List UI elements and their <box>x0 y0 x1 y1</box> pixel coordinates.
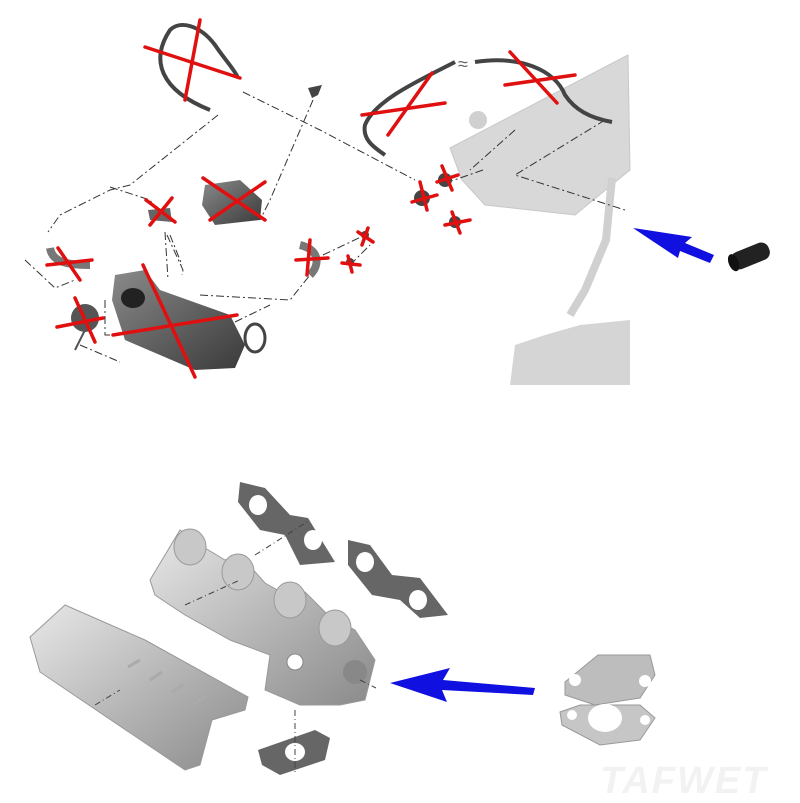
manifold-gasket-2 <box>348 540 448 618</box>
egr-blanking-plate-with-gasket <box>559 654 656 746</box>
replacement-arrow-top <box>633 228 714 263</box>
exhaust-manifold <box>149 528 376 706</box>
manifold-leader-lines <box>94 519 377 772</box>
sensor-top <box>308 85 322 98</box>
vacuum-hose-right <box>362 58 613 157</box>
removed-part-crosses <box>45 18 577 379</box>
heat-shield <box>29 604 249 771</box>
egr-flange-gasket <box>243 322 267 354</box>
rubber-blanking-cap <box>727 242 770 272</box>
egr-port-gasket <box>258 730 330 775</box>
replacement-arrow-bottom <box>390 668 535 702</box>
egr-cooler <box>112 270 245 370</box>
cylinder-head <box>449 54 631 216</box>
dipstick-tube <box>566 177 616 318</box>
watermark: TAFWET <box>600 760 768 802</box>
break-symbol: ≈ <box>458 54 468 74</box>
vacuum-hose-left <box>158 23 240 112</box>
manifold-gasket-1 <box>238 482 335 565</box>
coolant-pipe-elbow-left <box>46 246 91 269</box>
oil-pan-section <box>510 320 630 385</box>
